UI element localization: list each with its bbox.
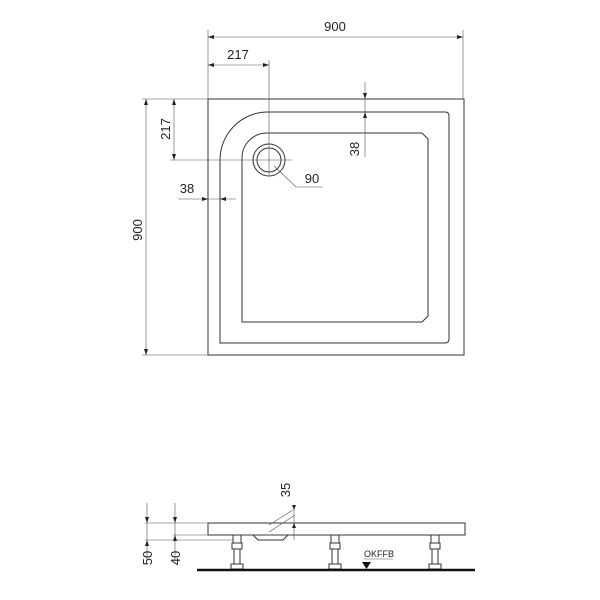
drain-offset-y-label: 217 <box>158 118 173 140</box>
drain-offset-x-label: 217 <box>227 47 249 62</box>
drain-sump-profile <box>252 534 289 541</box>
tray-outer-outline <box>207 98 465 356</box>
tray-height-label: 40 <box>168 551 183 565</box>
rim-width-top-label: 38 <box>347 142 362 156</box>
total-height-label: 50 <box>140 551 155 565</box>
side-view: 50 40 35 OKFFB <box>140 483 475 572</box>
floor-level-marker-icon <box>362 562 371 569</box>
adjustable-foot-icon <box>428 534 442 570</box>
drain-diameter-label: 90 <box>305 171 319 186</box>
width-dimension-label: 900 <box>324 19 346 34</box>
floor-level-label: OKFFB <box>364 549 394 559</box>
adjustable-foot-icon <box>328 534 342 570</box>
drain-depth-label: 35 <box>278 483 293 497</box>
depth-dimension-label: 900 <box>130 219 145 241</box>
tray-side-profile <box>207 522 466 536</box>
top-view: 900 217 900 217 38 38 90 <box>130 19 465 356</box>
tray-basin-outline <box>241 132 429 323</box>
drain-diameter-leader <box>273 165 323 188</box>
tray-rim-inner-outline <box>219 111 450 344</box>
rim-width-left-label: 38 <box>180 181 194 196</box>
